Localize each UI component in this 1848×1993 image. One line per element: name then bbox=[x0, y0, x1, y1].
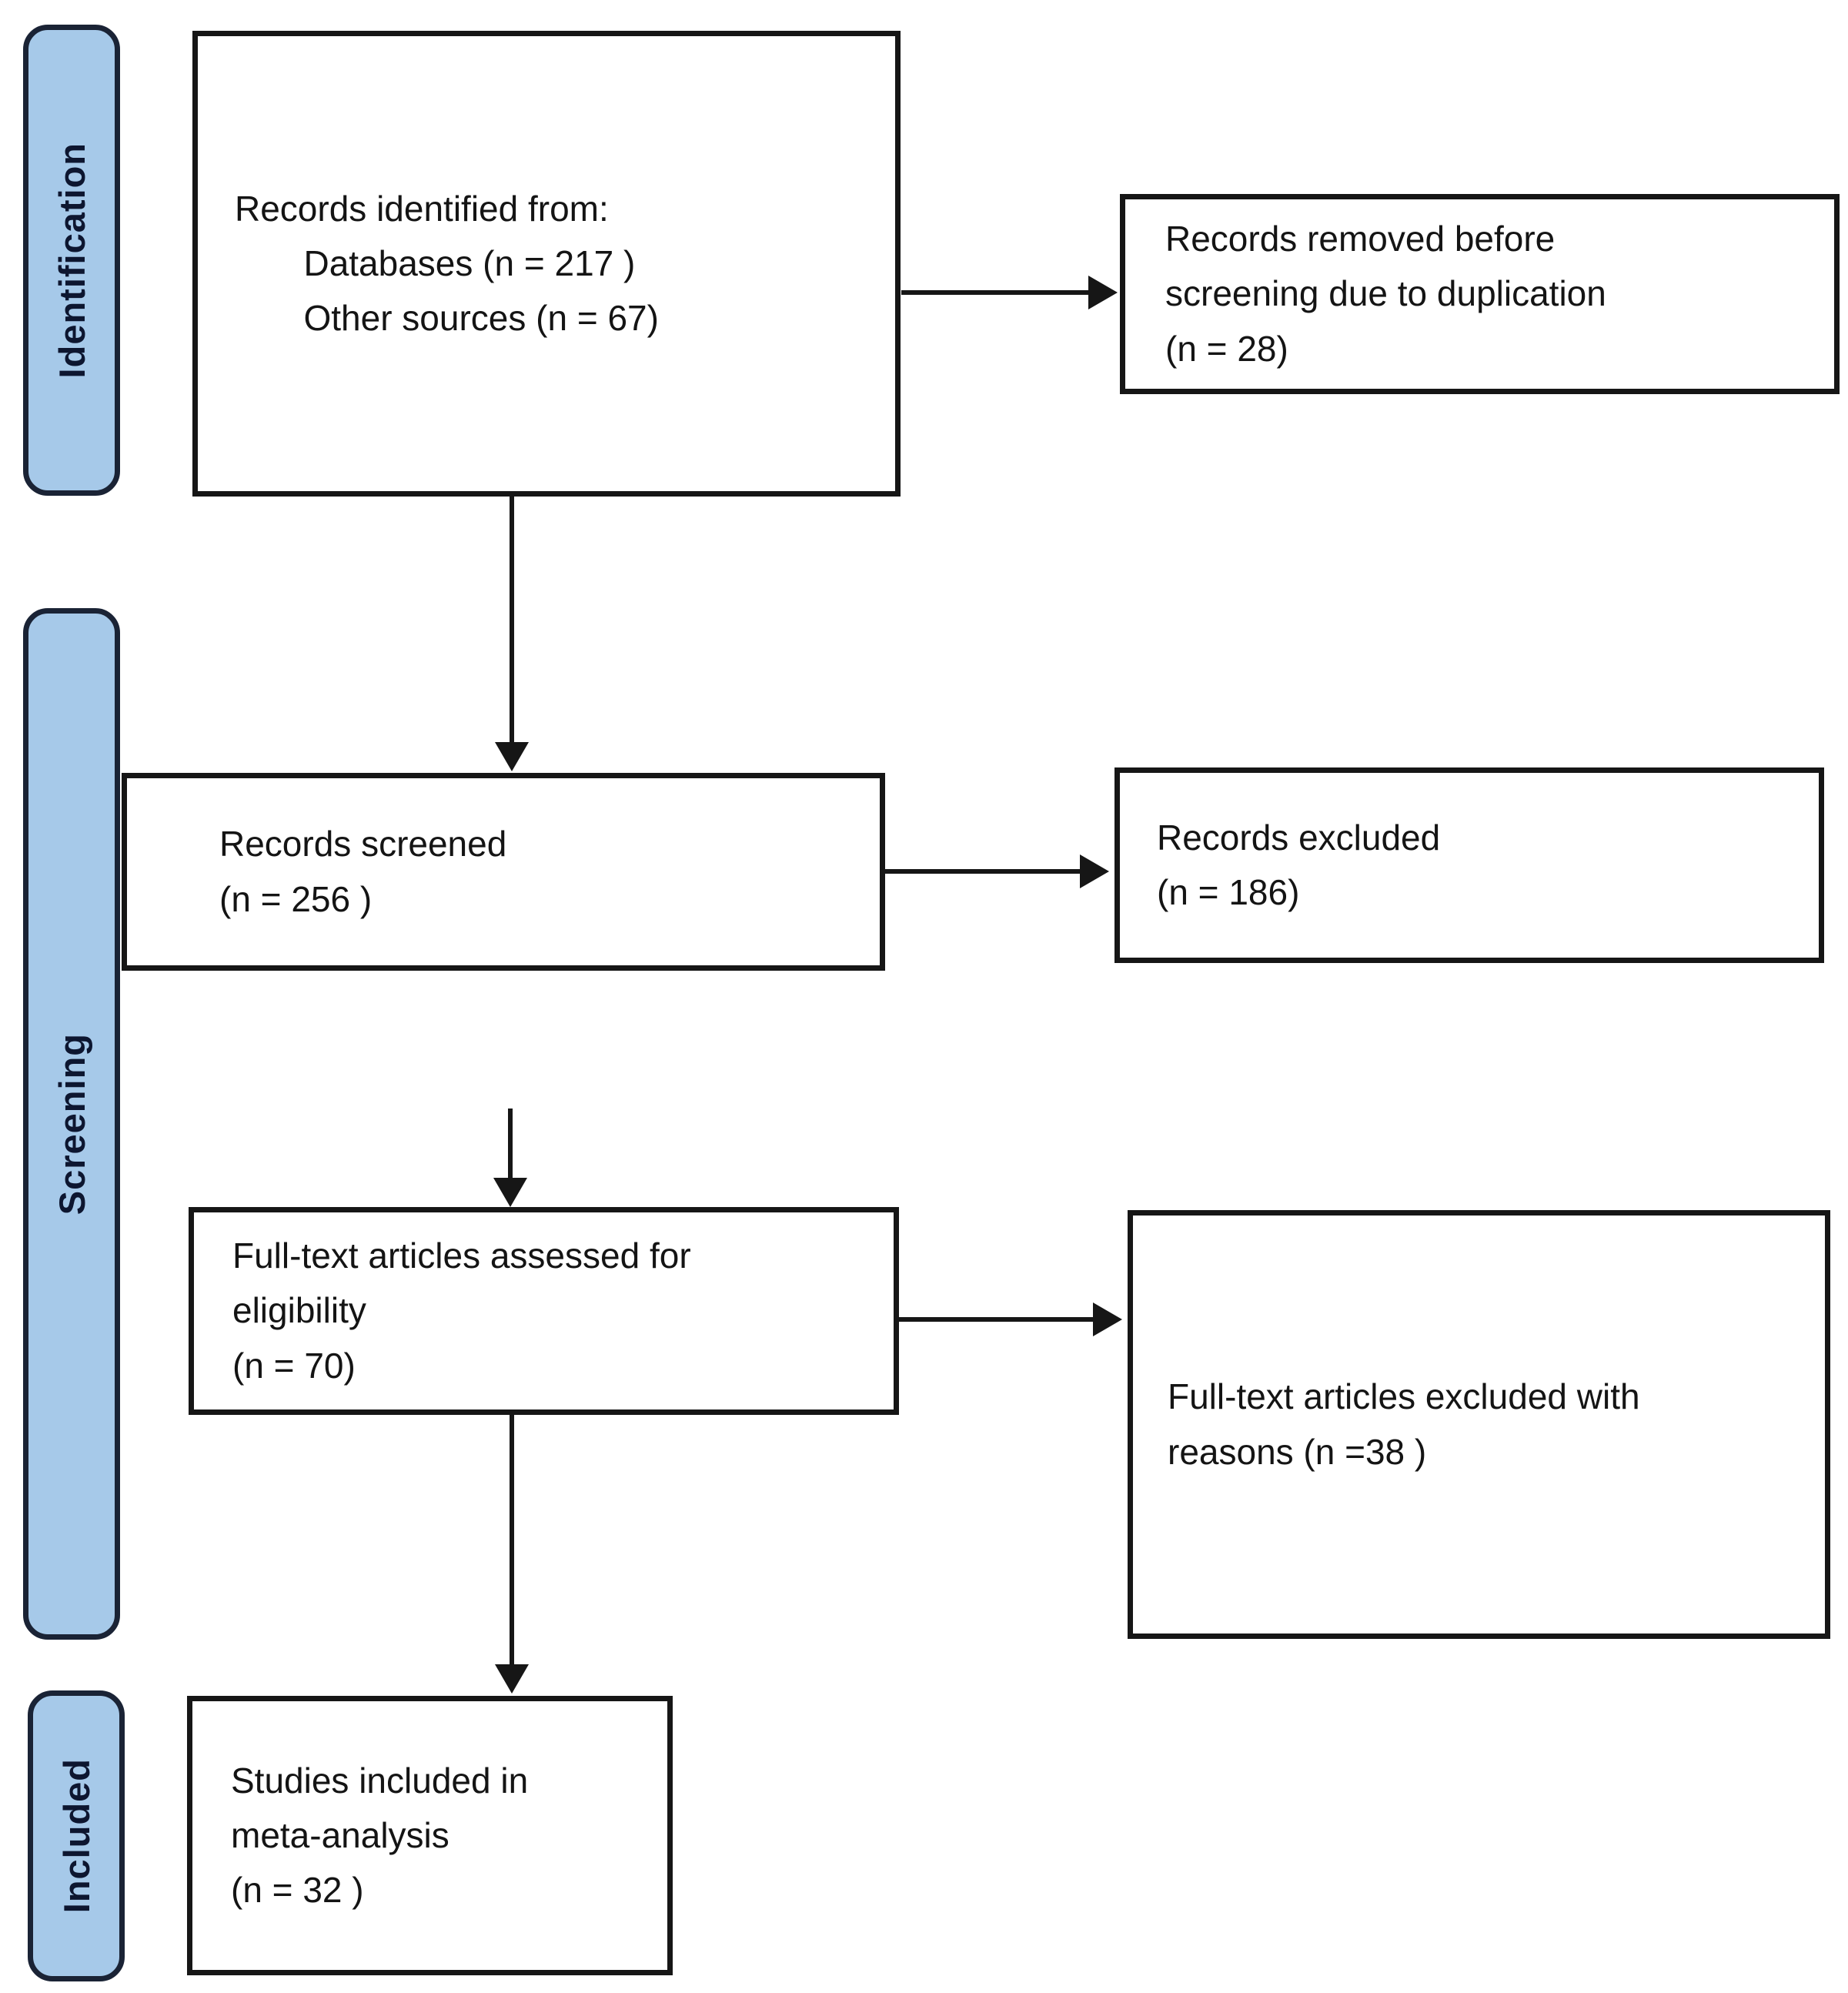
box-fulltext-excluded-text: Full-text articles excluded with reasons… bbox=[1168, 1376, 1640, 1472]
box-records-screened: Records screened (n = 256 ) bbox=[122, 773, 885, 971]
box-records-screened-text: Records screened (n = 256 ) bbox=[219, 824, 507, 919]
box-records-excluded: Records excluded (n = 186) bbox=[1114, 767, 1824, 963]
arrow-fulltext-to-excluded bbox=[899, 1302, 1122, 1336]
box-fulltext-assessed-text: Full-text articles assessed for eligibil… bbox=[232, 1236, 691, 1386]
stage-tab-screening: Screening bbox=[23, 608, 120, 1640]
arrow-shaft bbox=[510, 497, 514, 742]
stage-label-included: Included bbox=[55, 1758, 97, 1914]
arrow-shaft bbox=[510, 1415, 514, 1664]
arrow-head-right-icon bbox=[1088, 276, 1118, 309]
arrow-shaft bbox=[885, 869, 1080, 874]
arrow-head-right-icon bbox=[1093, 1302, 1122, 1336]
arrow-identified-to-screened bbox=[495, 497, 529, 771]
stage-label-identification: Identification bbox=[51, 142, 92, 379]
arrow-screened-to-excluded bbox=[885, 854, 1109, 888]
box-fulltext-assessed: Full-text articles assessed for eligibil… bbox=[189, 1207, 899, 1415]
box-studies-included-text: Studies included in meta-analysis (n = 3… bbox=[231, 1760, 529, 1911]
arrow-identified-to-removed bbox=[901, 276, 1118, 309]
stage-tab-included: Included bbox=[28, 1690, 125, 1981]
box-records-excluded-text: Records excluded (n = 186) bbox=[1157, 817, 1441, 912]
arrow-head-down-icon bbox=[493, 1178, 527, 1207]
box-records-identified-text: Records identified from: Databases (n = … bbox=[235, 188, 659, 339]
box-studies-included: Studies included in meta-analysis (n = 3… bbox=[187, 1696, 673, 1975]
arrow-head-right-icon bbox=[1080, 854, 1109, 888]
stage-tab-identification: Identification bbox=[23, 25, 120, 496]
box-records-removed-duplicates: Records removed before screening due to … bbox=[1120, 194, 1840, 394]
box-fulltext-excluded: Full-text articles excluded with reasons… bbox=[1128, 1210, 1830, 1639]
arrow-shaft bbox=[899, 1317, 1093, 1322]
arrow-head-down-icon bbox=[495, 1664, 529, 1694]
arrow-down-to-fulltext bbox=[493, 1109, 527, 1207]
arrow-head-down-icon bbox=[495, 742, 529, 771]
arrow-shaft bbox=[508, 1109, 513, 1178]
box-records-removed-duplicates-text: Records removed before screening due to … bbox=[1165, 219, 1606, 369]
arrow-fulltext-to-included bbox=[495, 1415, 529, 1694]
box-records-identified: Records identified from: Databases (n = … bbox=[192, 31, 901, 497]
stage-label-screening: Screening bbox=[51, 1032, 92, 1216]
arrow-shaft bbox=[901, 290, 1088, 295]
